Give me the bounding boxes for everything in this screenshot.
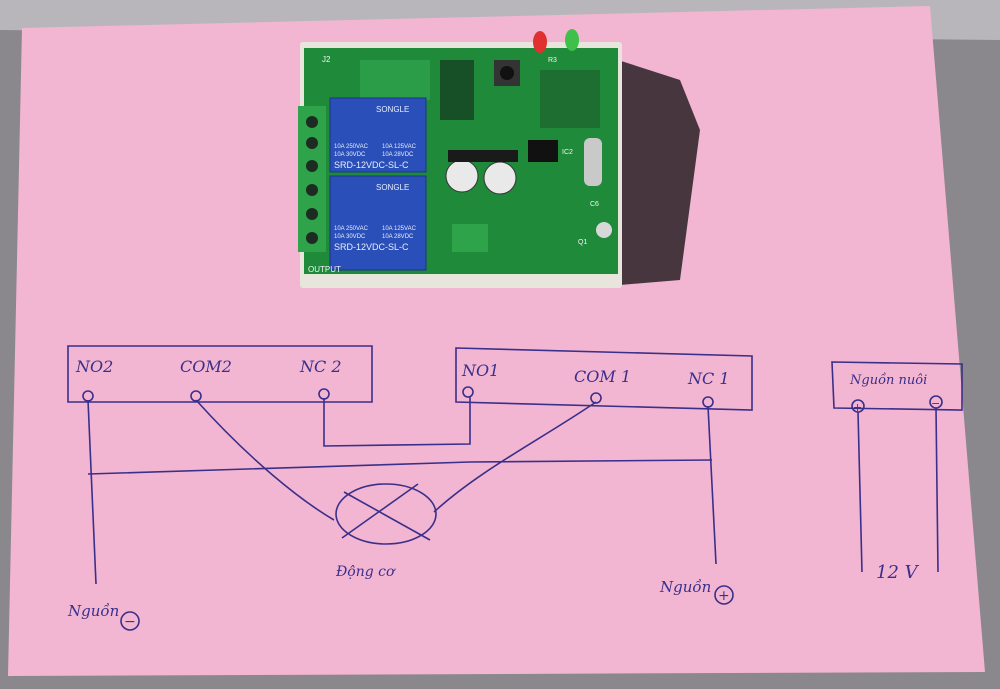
relay-bottom — [329, 175, 427, 271]
crystal — [584, 138, 602, 186]
motor-symbol — [335, 483, 437, 545]
capacitor-right — [483, 161, 517, 195]
relay-top — [329, 97, 427, 173]
label-power-plus: + — [853, 401, 862, 414]
label-motor: Động cơ — [335, 564, 396, 580]
wire-power-minus-down — [935, 407, 939, 573]
capacitor-base — [448, 150, 518, 162]
wire-nc2-to-no1 — [323, 396, 471, 447]
led-red — [533, 31, 547, 53]
label-pos-source: Nguồn — [659, 578, 711, 596]
relay1-block — [455, 347, 753, 411]
label-voltage: 12 V — [876, 562, 920, 583]
capacitor-left — [445, 159, 479, 193]
wire-com1-to-motor — [433, 401, 597, 513]
terminal-screws — [306, 116, 318, 244]
wire-power-plus-down — [857, 411, 863, 573]
label-neg-source: Nguồn — [67, 602, 119, 620]
relay-bottom-rating-1: 10A 250VAC — [334, 226, 369, 232]
silk-c6: C6 — [590, 201, 599, 208]
relay-bottom-brand: SONGLE — [376, 183, 409, 192]
silk-ic2: IC2 — [562, 149, 573, 156]
terminal-screw — [306, 208, 318, 220]
silk-j2: J2 — [322, 55, 331, 64]
pink-paper — [8, 6, 985, 676]
wire-bus-horizontal — [87, 459, 713, 475]
relay-top-rating-1: 10A 250VAC — [334, 144, 369, 150]
wire-nc1-down — [707, 405, 717, 565]
relay-top-rating-2: 10A 125VAC — [382, 144, 417, 150]
relay-top-rating-3: 10A 30VDC — [334, 152, 366, 158]
pcb-silk-area — [360, 60, 430, 100]
terminal-screw — [306, 160, 318, 172]
terminal-screw — [306, 232, 318, 244]
relay-top-rating-4: 10A 28VDC — [382, 152, 414, 158]
resistor-array — [440, 60, 474, 120]
led-green — [565, 29, 579, 51]
label-neg-symbol: − — [124, 614, 136, 630]
label-com1: COM 1 — [574, 367, 631, 386]
silk-r3: R3 — [548, 57, 557, 64]
push-button-cap — [500, 66, 514, 80]
terminal-com1 — [590, 392, 602, 404]
label-nc2: NC 2 — [299, 357, 342, 376]
label-power-box: Nguồn nuôi — [849, 372, 927, 388]
board-shadow — [618, 60, 700, 285]
relay-bottom-rating-2: 10A 125VAC — [382, 226, 417, 232]
silk-q1: Q1 — [578, 239, 587, 246]
terminal-screw — [306, 184, 318, 196]
small-terminal — [452, 224, 488, 252]
terminal-block — [298, 106, 326, 252]
motor-cross-1 — [343, 491, 431, 541]
label-power-minus: − — [931, 397, 940, 410]
label-no2: NO2 — [75, 357, 113, 376]
motor-cross-2 — [341, 483, 419, 539]
rf-module — [540, 70, 600, 128]
neg-sign-circle — [120, 611, 140, 631]
mounting-hole — [596, 222, 612, 238]
label-no1: NO1 — [461, 361, 499, 380]
silk-output: OUTPUT — [308, 265, 341, 274]
label-com2: COM2 — [180, 357, 232, 376]
power-box — [831, 361, 963, 411]
label-pos-symbol: + — [718, 588, 730, 604]
relay-top-model: SRD-12VDC-SL-C — [334, 160, 409, 170]
ic-chip — [528, 140, 558, 162]
relay-bottom-model: SRD-12VDC-SL-C — [334, 242, 409, 252]
wire-no2-down — [87, 399, 97, 585]
terminal-no1 — [462, 386, 474, 398]
wiring-diagram — [67, 345, 963, 631]
relay-bottom-rating-3: 10A 30VDC — [334, 234, 366, 240]
wire-com2-to-motor — [195, 399, 335, 521]
pos-sign-circle — [714, 585, 734, 605]
relay2-block — [67, 345, 373, 403]
relay-top-brand: SONGLE — [376, 105, 409, 114]
relay-bottom-rating-4: 10A 28VDC — [382, 234, 414, 240]
terminal-screw — [306, 137, 318, 149]
terminal-screw — [306, 116, 318, 128]
label-nc1: NC 1 — [687, 369, 730, 388]
